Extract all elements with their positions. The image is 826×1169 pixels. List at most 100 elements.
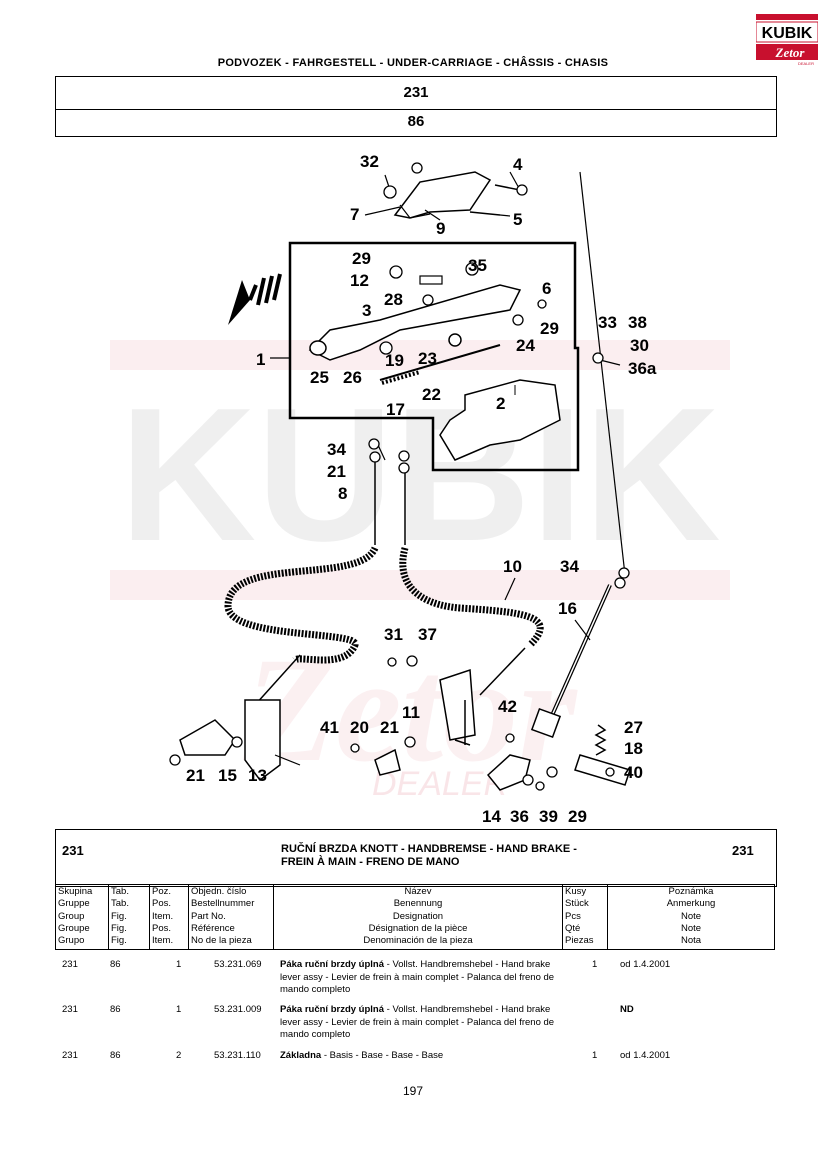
kubik-zetor-logo: KUBIK Zetor DEALER <box>755 14 819 66</box>
col-header-pos: Poz. Pos. Item. Pos. Item. <box>149 884 189 950</box>
callout-14: 14 <box>482 807 501 826</box>
callout-2: 2 <box>496 394 505 413</box>
row-tab: 86 <box>110 959 121 970</box>
col-header-text: Fig. <box>111 910 127 922</box>
col-header-text: Skupina <box>58 886 93 897</box>
callout-22: 22 <box>422 385 441 404</box>
col-header-text: Benennung <box>393 898 443 910</box>
callout-21-a: 21 <box>327 462 346 481</box>
callout-25: 25 <box>310 368 329 387</box>
callout-23: 23 <box>418 349 437 368</box>
col-header-text: Poznámka <box>668 886 714 897</box>
callout-30: 30 <box>630 336 649 355</box>
row-name-bold: Páka ruční brzdy úplná <box>280 959 384 970</box>
col-header-text: Gruppe <box>58 898 90 910</box>
col-header-text: Poz. <box>152 886 172 897</box>
col-header-text: Référence <box>191 922 235 934</box>
logo-dealer-text: DEALER <box>798 61 814 66</box>
logo-kubik-text: KUBIK <box>762 25 813 42</box>
callout-36: 36 <box>510 807 529 826</box>
callout-29-c: 29 <box>568 807 587 826</box>
row-description: Základna - Basis - Base - Base - Base <box>280 1050 565 1063</box>
callout-27: 27 <box>624 718 643 737</box>
callout-42: 42 <box>498 697 517 716</box>
group-code-left: 231 <box>62 843 84 858</box>
col-header-text: Note <box>680 922 702 934</box>
watermark-text: KUBIK <box>119 369 721 581</box>
callout-12: 12 <box>350 271 369 290</box>
callout-16: 16 <box>558 599 577 618</box>
row-note: od 1.4.2001 <box>620 1050 671 1061</box>
callout-29-b: 29 <box>540 319 559 338</box>
row-part-number: 53.231.009 <box>214 1004 262 1015</box>
col-header-text: Pos. <box>152 898 172 910</box>
callout-28: 28 <box>384 290 403 309</box>
row-part-number: 53.231.069 <box>214 959 262 970</box>
row-group: 231 <box>62 1050 78 1061</box>
callout-36a: 36a <box>628 359 657 378</box>
group-code-right: 231 <box>732 843 754 858</box>
group-title: RUČNÍ BRZDA KNOTT - HANDBREMSE - HAND BR… <box>281 843 577 868</box>
row-note: od 1.4.2001 <box>620 959 671 970</box>
callout-1: 1 <box>256 350 265 369</box>
col-header-text: Kusy <box>565 886 587 897</box>
callout-8: 8 <box>338 484 347 503</box>
figure-number: 86 <box>55 108 777 137</box>
row-tab: 86 <box>110 1004 121 1015</box>
row-group: 231 <box>62 1004 78 1015</box>
callout-6: 6 <box>542 279 551 298</box>
group-header-box <box>55 829 777 887</box>
callout-21-b: 21 <box>380 718 399 737</box>
col-header-text: Piezas <box>565 935 594 947</box>
col-header-name: Název Benennung Designation Désignation … <box>273 884 563 950</box>
row-name-rest: - Basis - Base - Base - Base <box>321 1050 444 1061</box>
page-number: 197 <box>402 1084 424 1098</box>
logo-zetor-text: Zetor <box>775 45 806 60</box>
row-note: ND <box>620 1004 634 1015</box>
callout-9: 9 <box>436 219 445 238</box>
callout-3: 3 <box>362 301 371 320</box>
callout-4: 4 <box>513 155 523 174</box>
col-header-text: Item. <box>152 935 174 947</box>
callout-19: 19 <box>385 351 404 370</box>
row-pos: 1 <box>176 1004 182 1015</box>
callout-21-c: 21 <box>186 766 205 785</box>
col-header-tab: Tab. Tab. Fig. Fig. Fig. <box>108 884 150 950</box>
callout-18: 18 <box>624 739 643 758</box>
col-header-text: Item. <box>152 910 174 922</box>
col-header-note: Poznámka Anmerkung Note Note Nota <box>607 884 775 950</box>
col-header-text: Tab. <box>111 886 129 897</box>
row-description: Páka ruční brzdy úplná - Vollst. Handbre… <box>280 959 565 997</box>
callout-35: 35 <box>468 256 487 275</box>
callout-40: 40 <box>624 763 643 782</box>
callout-29-a: 29 <box>352 249 371 268</box>
callout-26: 26 <box>343 368 362 387</box>
row-name-bold: Základna <box>280 1050 322 1061</box>
col-header-qty: Kusy Stück Pcs Qté Piezas <box>562 884 608 950</box>
col-header-text: Fig. <box>111 922 127 934</box>
col-header-text: Název <box>404 886 432 897</box>
callout-20: 20 <box>350 718 369 737</box>
callout-31: 31 <box>384 625 403 644</box>
row-pos: 2 <box>176 1050 182 1061</box>
row-qty: 1 <box>592 959 598 970</box>
callout-13: 13 <box>248 766 267 785</box>
col-header-text: Note <box>680 910 702 922</box>
col-header-text: Designation <box>392 910 444 922</box>
col-header-text: Anmerkung <box>666 898 716 910</box>
row-tab: 86 <box>110 1050 121 1061</box>
col-header-part: Objedn. číslo Bestellnummer Part No. Réf… <box>188 884 274 950</box>
callout-39: 39 <box>539 807 558 826</box>
callout-10: 10 <box>503 557 522 576</box>
callout-5: 5 <box>513 210 522 229</box>
callout-34-b: 34 <box>560 557 579 576</box>
col-header-text: Part No. <box>191 910 226 922</box>
col-header-text: Tab. <box>111 898 129 910</box>
callout-41: 41 <box>320 718 339 737</box>
page-title: PODVOZEK - FAHRGESTELL - UNDER-CARRIAGE … <box>217 57 609 69</box>
col-header-text: Stück <box>565 898 589 910</box>
col-header-text: Fig. <box>111 935 127 947</box>
callout-15: 15 <box>218 766 237 785</box>
row-part-number: 53.231.110 <box>214 1050 261 1061</box>
col-header-text: Group <box>58 910 85 922</box>
